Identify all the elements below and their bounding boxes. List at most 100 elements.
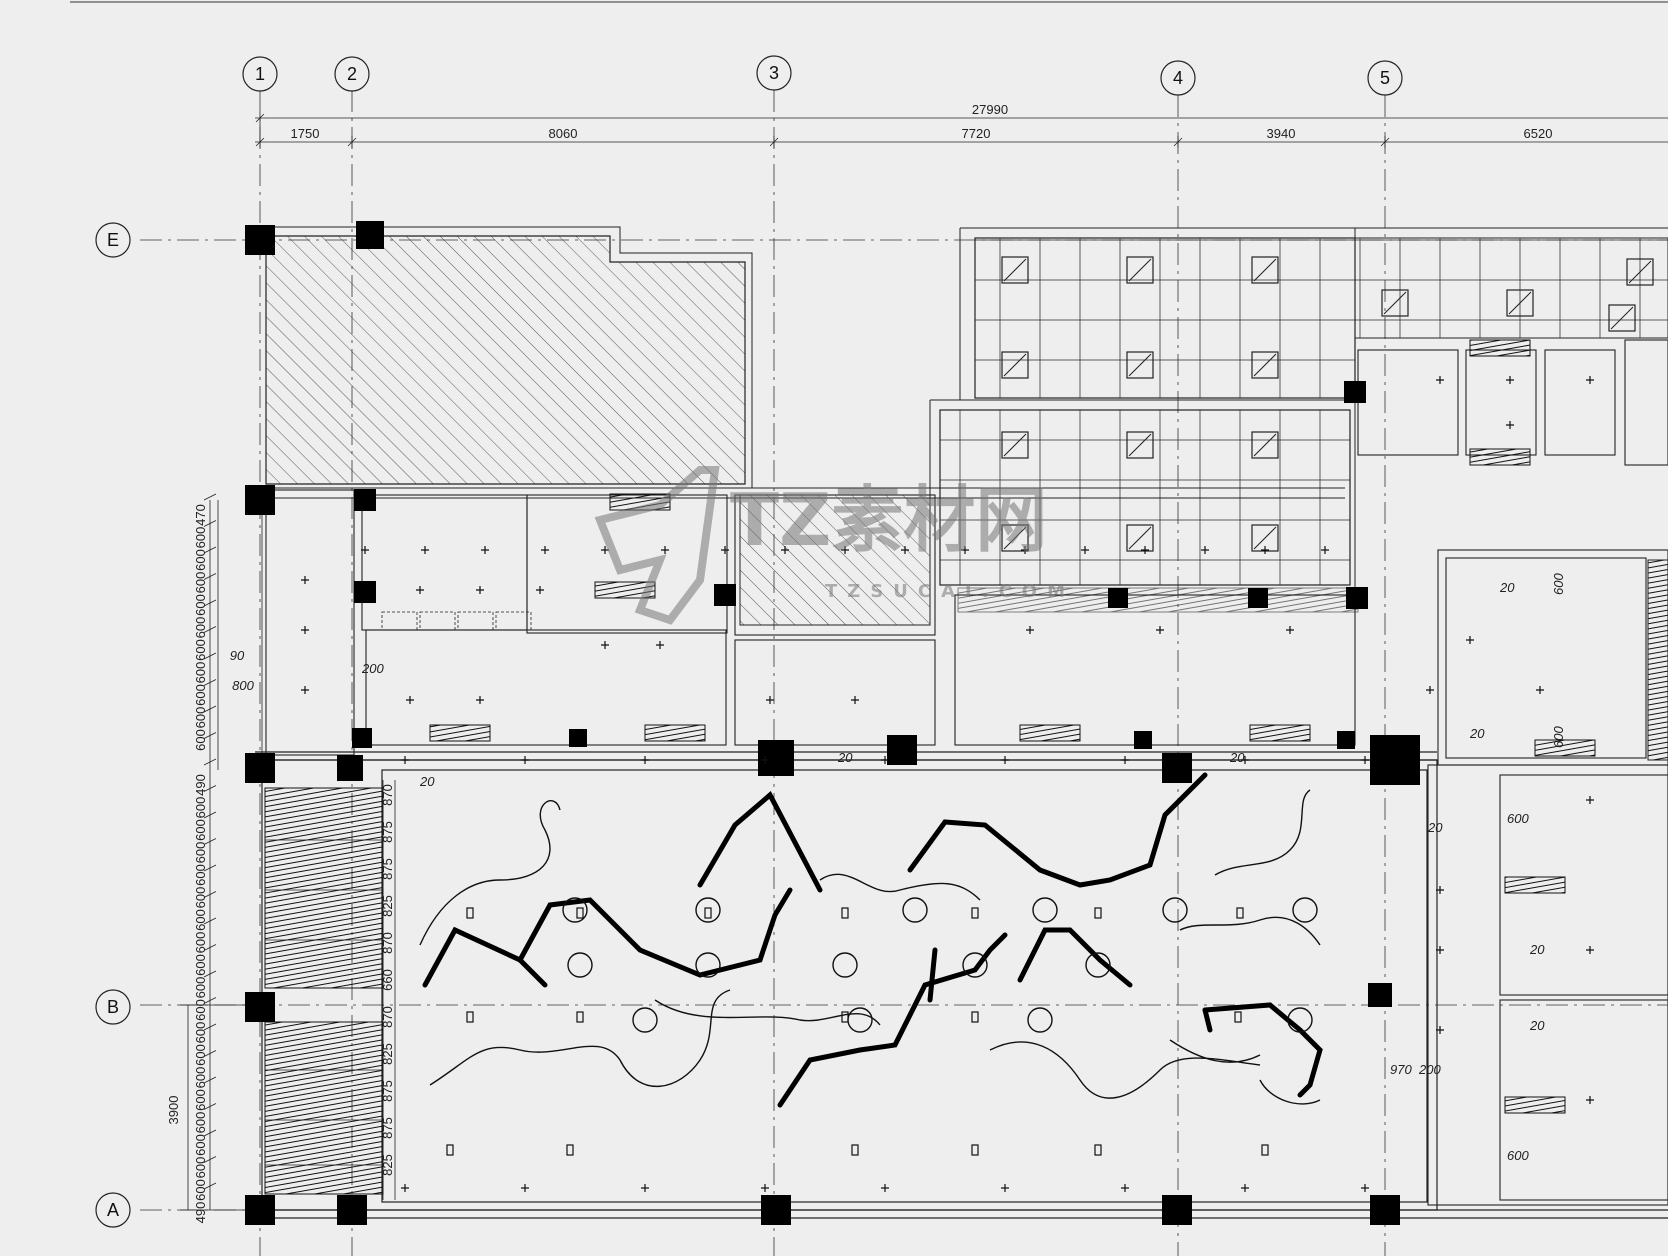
- pendant-light-13: [1027, 1007, 1053, 1033]
- fixture-7: [466, 1011, 474, 1023]
- left-tick-8: [203, 705, 217, 713]
- watermark-logo-icon: [594, 466, 720, 625]
- tile-mark-5: [1251, 351, 1279, 379]
- dim-span-5: 6520: [1524, 126, 1553, 141]
- column-12: [1346, 587, 1368, 609]
- dim-misc-20a: 20: [1427, 820, 1443, 835]
- grid-label-1: 1: [255, 64, 265, 84]
- dim-span-2: 8060: [549, 126, 578, 141]
- main-hall: [255, 751, 1668, 1219]
- left-tick-16: [203, 917, 217, 925]
- downlight-29: [1121, 1184, 1129, 1192]
- downlight-15: [1261, 546, 1269, 554]
- column-10: [1162, 753, 1192, 783]
- column-20: [761, 1195, 791, 1225]
- dim-misc-20g: 20: [1499, 580, 1515, 595]
- left-tick-15: [203, 891, 217, 898]
- column-2: [245, 485, 275, 515]
- sofas: [429, 339, 1596, 1114]
- downlight-1: [421, 546, 429, 554]
- strip-dim-18: 600: [193, 1179, 208, 1201]
- downlight-30: [1121, 756, 1129, 764]
- strip-dim-15: 600: [193, 1112, 208, 1134]
- strip-dim-19: 490: [193, 1202, 208, 1224]
- strip-dim-9: 600: [193, 977, 208, 999]
- dim-misc-600c: 600: [1507, 811, 1529, 826]
- downlight-26: [881, 756, 889, 764]
- downlight-4: [601, 546, 609, 554]
- fixture-0: [466, 907, 474, 919]
- column-22: [1370, 1195, 1400, 1225]
- downlight-46: [851, 696, 859, 704]
- tile-mark-4: [1126, 351, 1154, 379]
- pendant-light-1: [695, 897, 721, 923]
- tile-mark-12: [1381, 289, 1409, 317]
- left-tick-0: [203, 493, 217, 501]
- grid-label-2: 2: [347, 64, 357, 84]
- downlight-25: [881, 1184, 889, 1192]
- downlight-18: [401, 756, 409, 764]
- grid-label-3: 3: [769, 63, 779, 83]
- sofa-7: [1504, 876, 1566, 894]
- left-tick-26: [203, 1182, 217, 1190]
- downlight-43: [406, 696, 414, 704]
- column-15: [1370, 735, 1420, 785]
- wood-deck-lower: [264, 1021, 384, 1195]
- tile-mark-10: [1126, 524, 1154, 552]
- dim-misc-20c: 20: [1529, 1018, 1545, 1033]
- dim-misc-200b: 200: [1418, 1062, 1441, 1077]
- left-tick-22: [203, 1076, 217, 1084]
- bay-dim-3: 825: [380, 895, 395, 917]
- downlight-6: [721, 546, 729, 554]
- decorative-curves: [422, 772, 1323, 1108]
- fixture-5: [1094, 907, 1102, 919]
- left-tick-20: [203, 1023, 217, 1031]
- dim-misc-600b: 600: [1551, 726, 1566, 748]
- dim-misc-200: 200: [361, 661, 384, 676]
- left-tick-18: [203, 970, 217, 978]
- small-dim-9: 600: [193, 707, 208, 729]
- downlight-0: [361, 546, 369, 554]
- fixture-10: [971, 1011, 979, 1023]
- fixture-17: [1261, 1144, 1269, 1156]
- downlight-57: [1436, 886, 1444, 894]
- downlight-12: [1081, 546, 1089, 554]
- tile-mark-7: [1126, 431, 1154, 459]
- pendant-light-7: [695, 952, 721, 978]
- downlight-38: [416, 586, 424, 594]
- left-tick-3: [203, 573, 217, 580]
- left-tick-25: [203, 1156, 217, 1163]
- left-tick-9: [203, 732, 217, 739]
- downlight-56: [1466, 636, 1474, 644]
- dim-note-90: 90: [230, 648, 245, 663]
- dim-misc-600a: 600: [1551, 573, 1566, 595]
- tile-mark-2: [1251, 256, 1279, 284]
- downlight-50: [1436, 376, 1444, 384]
- dim-misc-970: 970: [1390, 1062, 1412, 1077]
- right-rooms: [1357, 339, 1668, 1206]
- pendant-light-12: [847, 1007, 873, 1033]
- strip-dim-13: 600: [193, 1067, 208, 1089]
- tile-square-marks: [1001, 256, 1654, 552]
- downlight-20: [521, 756, 529, 764]
- small-dim-2: 600: [193, 549, 208, 571]
- pendant-light-5: [1292, 897, 1318, 923]
- downlight-7: [781, 546, 789, 554]
- downlight-60: [1586, 796, 1594, 804]
- left-dim-strip: [209, 500, 263, 1210]
- downlight-11: [1021, 546, 1029, 554]
- small-dim-10: 600: [193, 729, 208, 751]
- left-dim-ticks: [203, 493, 217, 1190]
- dim-misc-600d: 600: [1507, 1148, 1529, 1163]
- small-dim-0: 470: [193, 504, 208, 526]
- fixture-16: [1094, 1144, 1102, 1156]
- grid-label-E: E: [107, 230, 119, 250]
- hatched-stair: [739, 494, 931, 626]
- downlight-37: [301, 686, 309, 694]
- grid-bubble-col-4: 4: [1160, 60, 1196, 96]
- dim-left-total: 3900: [166, 1096, 181, 1125]
- column-0: [245, 225, 275, 255]
- column-9: [887, 735, 917, 765]
- left-tick-4: [203, 599, 217, 607]
